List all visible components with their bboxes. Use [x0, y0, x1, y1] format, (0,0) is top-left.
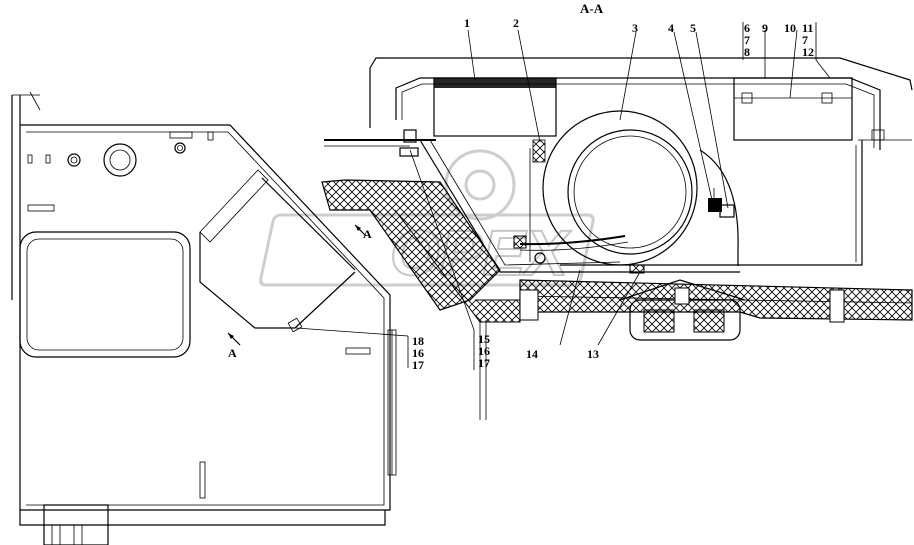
cab-panel-view: A A: [11, 91, 397, 545]
section-mark-inner: A: [363, 227, 372, 241]
callout-12: 12: [802, 45, 814, 59]
insulation-left: [321, 179, 501, 311]
callout-10: 10: [784, 21, 796, 35]
callout-1: 1: [464, 16, 470, 30]
section-mark-left: A: [228, 346, 237, 360]
callout-5: 5: [690, 21, 696, 35]
callout-labels: A-A 1 2 3 4 5 6 7 8 9 10 11 7 12 13 14 1…: [412, 1, 814, 372]
callout-6: 6: [744, 21, 750, 35]
fan-housing: [542, 110, 698, 266]
callout-17b: 17: [412, 358, 424, 372]
section-aa-view: [321, 57, 913, 420]
watermark-gear-icon: [444, 149, 516, 221]
callout-9: 9: [762, 21, 768, 35]
callout-11: 11: [802, 21, 813, 35]
callout-7b: 7: [802, 33, 808, 47]
callout-leaders: [295, 22, 831, 370]
callout-16b: 16: [412, 346, 424, 360]
callout-2: 2: [513, 16, 519, 30]
callout-8: 8: [744, 45, 750, 59]
callout-7a: 7: [744, 33, 750, 47]
callout-17a: 17: [478, 356, 490, 370]
section-title: A-A: [580, 1, 604, 16]
component-10-box: [733, 77, 853, 141]
callout-4: 4: [668, 21, 674, 35]
callout-3: 3: [632, 21, 638, 35]
bolt-icon: [67, 153, 81, 167]
round-port-icon: [103, 143, 137, 177]
callout-18: 18: [412, 334, 424, 348]
callout-16a: 16: [478, 344, 490, 358]
cab-window: [19, 231, 191, 358]
callout-14: 14: [526, 347, 538, 361]
callout-13: 13: [587, 347, 599, 361]
fan-rotor: [567, 129, 693, 255]
callout-15: 15: [478, 332, 490, 346]
